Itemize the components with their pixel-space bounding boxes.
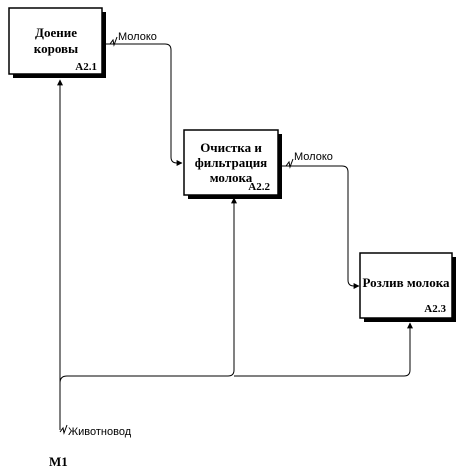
arrow-label-milk-2: Молоко bbox=[294, 151, 333, 163]
box-title-line: Доение bbox=[35, 25, 77, 40]
arrow-label-mechanism: Животновод bbox=[68, 426, 132, 438]
box-id: A2.3 bbox=[424, 303, 446, 315]
mechanism-id: M1 bbox=[49, 454, 68, 469]
box-title-line: Розлив молока bbox=[363, 275, 450, 290]
arrow-label-milk-1: Молоко bbox=[118, 31, 157, 43]
arrow-output-milk-2 bbox=[281, 165, 360, 289]
box-id: A2.2 bbox=[248, 181, 270, 193]
box-id: A2.1 bbox=[75, 61, 97, 73]
activity-box-a21[interactable]: Доение коровы A2.1 bbox=[8, 7, 106, 78]
activity-box-a22[interactable]: Очистка и фильтрация молока A2.2 bbox=[183, 129, 282, 199]
label-tick-milk-1 bbox=[109, 36, 118, 47]
arrow-mechanism-branch-a22 bbox=[59, 197, 237, 384]
box-title-line: Очистка и bbox=[200, 140, 262, 155]
arrow-output-milk-1 bbox=[105, 43, 183, 166]
label-tick-mechanism bbox=[59, 424, 68, 435]
label-tick-milk-2 bbox=[285, 158, 294, 169]
activity-box-a23[interactable]: Розлив молока A2.3 bbox=[359, 252, 456, 322]
box-title-line: фильтрация bbox=[195, 155, 267, 170]
arrow-mechanism-branch-a23 bbox=[234, 322, 413, 377]
box-title-line: коровы bbox=[34, 41, 78, 56]
box-title-line: молока bbox=[210, 170, 253, 185]
